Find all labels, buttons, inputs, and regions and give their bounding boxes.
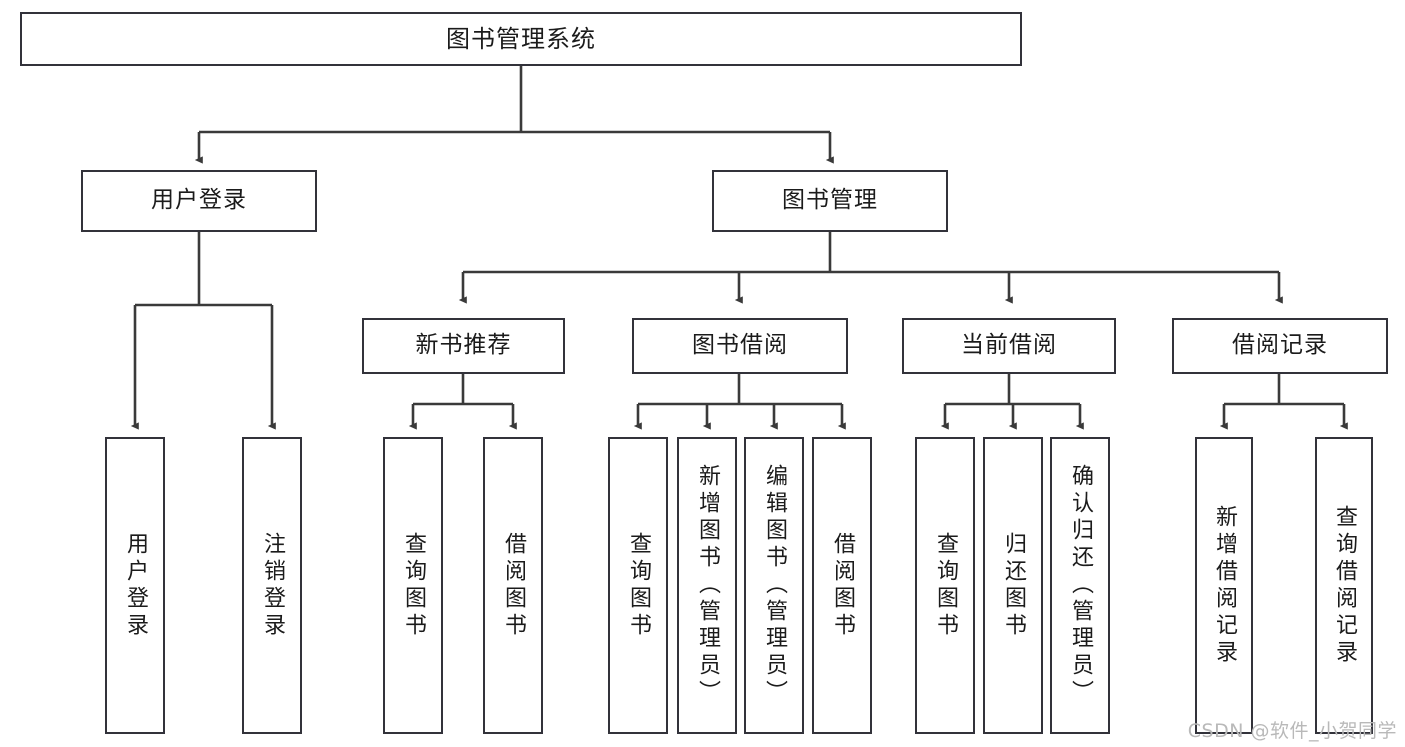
node-user-login[interactable]: 用户登录 bbox=[81, 170, 317, 232]
csdn-watermark: CSDN @软件_小贺同学 bbox=[1187, 720, 1397, 742]
node-root-system[interactable]: 图书管理系统 bbox=[20, 12, 1022, 66]
node-leaf-logout-login-label: 注销登录 bbox=[260, 531, 285, 640]
node-leaf-query-record[interactable]: 查询借阅记录 bbox=[1315, 437, 1373, 734]
node-leaf-return-book-label: 归还图书 bbox=[1001, 531, 1026, 640]
node-leaf-edit-book-label: 编辑图书（管理员） bbox=[762, 464, 787, 707]
node-leaf-add-record[interactable]: 新增借阅记录 bbox=[1195, 437, 1253, 734]
node-leaf-add-book[interactable]: 新增图书（管理员） bbox=[677, 437, 737, 734]
node-book-manage[interactable]: 图书管理 bbox=[712, 170, 948, 232]
node-leaf-confirm-return[interactable]: 确认归还（管理员） bbox=[1050, 437, 1110, 734]
node-leaf-borrow-book-1-label: 借阅图书 bbox=[501, 531, 526, 640]
node-leaf-query-book-3-label: 查询图书 bbox=[933, 531, 958, 640]
node-leaf-user-login[interactable]: 用户登录 bbox=[105, 437, 165, 734]
node-leaf-borrow-book-2[interactable]: 借阅图书 bbox=[812, 437, 872, 734]
node-leaf-query-book-2-label: 查询图书 bbox=[626, 531, 651, 640]
node-leaf-borrow-book-1[interactable]: 借阅图书 bbox=[483, 437, 543, 734]
node-leaf-edit-book[interactable]: 编辑图书（管理员） bbox=[744, 437, 804, 734]
node-leaf-query-book-1[interactable]: 查询图书 bbox=[383, 437, 443, 734]
node-leaf-query-book-2[interactable]: 查询图书 bbox=[608, 437, 668, 734]
node-borrow-record[interactable]: 借阅记录 bbox=[1172, 318, 1388, 374]
node-leaf-add-book-label: 新增图书（管理员） bbox=[695, 464, 720, 707]
node-current-borrow[interactable]: 当前借阅 bbox=[902, 318, 1116, 374]
node-leaf-return-book[interactable]: 归还图书 bbox=[983, 437, 1043, 734]
node-leaf-query-record-label: 查询借阅记录 bbox=[1332, 504, 1357, 667]
node-new-book-recommend[interactable]: 新书推荐 bbox=[362, 318, 565, 374]
node-leaf-add-record-label: 新增借阅记录 bbox=[1212, 504, 1237, 667]
node-leaf-borrow-book-2-label: 借阅图书 bbox=[830, 531, 855, 640]
node-leaf-query-book-1-label: 查询图书 bbox=[401, 531, 426, 640]
node-leaf-confirm-return-label: 确认归还（管理员） bbox=[1068, 464, 1093, 707]
node-leaf-query-book-3[interactable]: 查询图书 bbox=[915, 437, 975, 734]
node-leaf-logout-login[interactable]: 注销登录 bbox=[242, 437, 302, 734]
node-leaf-user-login-label: 用户登录 bbox=[123, 531, 148, 640]
node-book-borrow[interactable]: 图书借阅 bbox=[632, 318, 848, 374]
